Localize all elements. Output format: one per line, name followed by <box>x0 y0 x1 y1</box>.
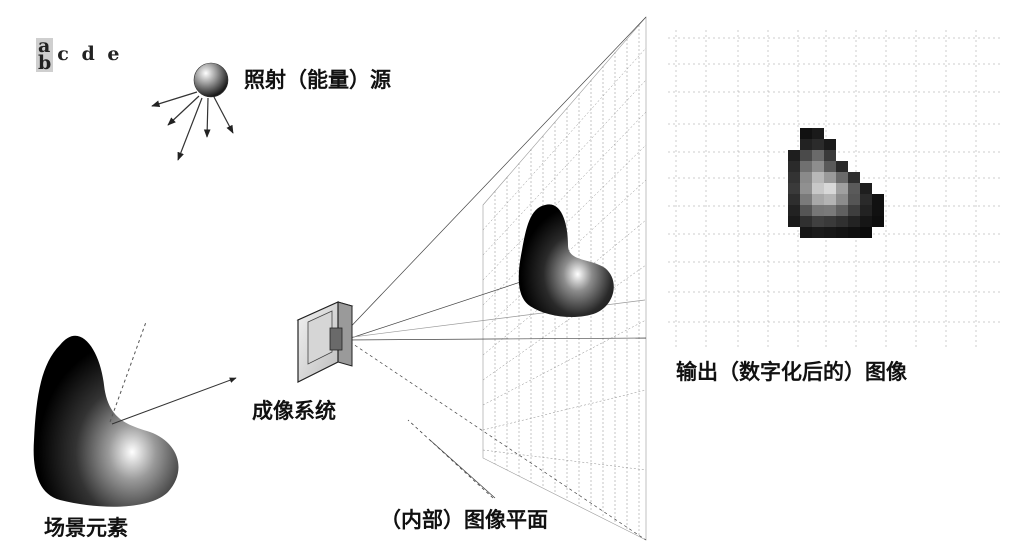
reflected-ray-arrow <box>111 377 237 425</box>
imaging-system-icon <box>296 301 354 383</box>
panel-letter-a: a <box>36 37 54 56</box>
illumination-rays <box>151 91 234 161</box>
scene-element-blob <box>33 335 179 507</box>
panel-letter-b: b <box>36 52 54 74</box>
illumination-source-label: 照射（能量）源 <box>244 68 391 92</box>
projected-image-blob <box>518 204 614 318</box>
scene-element-label: 场景元素 <box>44 516 128 540</box>
surface-normal-line <box>109 321 147 423</box>
digitized-image <box>788 128 884 238</box>
image-plane-label: （内部）图像平面 <box>380 508 548 532</box>
illumination-source-icon <box>193 62 229 98</box>
panel-letters: a b c d e <box>36 37 123 74</box>
image-plane-leader-lines <box>407 419 496 499</box>
output-image-label: 输出（数字化后的）图像 <box>676 360 907 384</box>
imaging-system-label: 成像系统 <box>252 399 336 423</box>
image-plane-grid <box>482 16 647 541</box>
panel-letters-cde: c d e <box>57 43 123 65</box>
